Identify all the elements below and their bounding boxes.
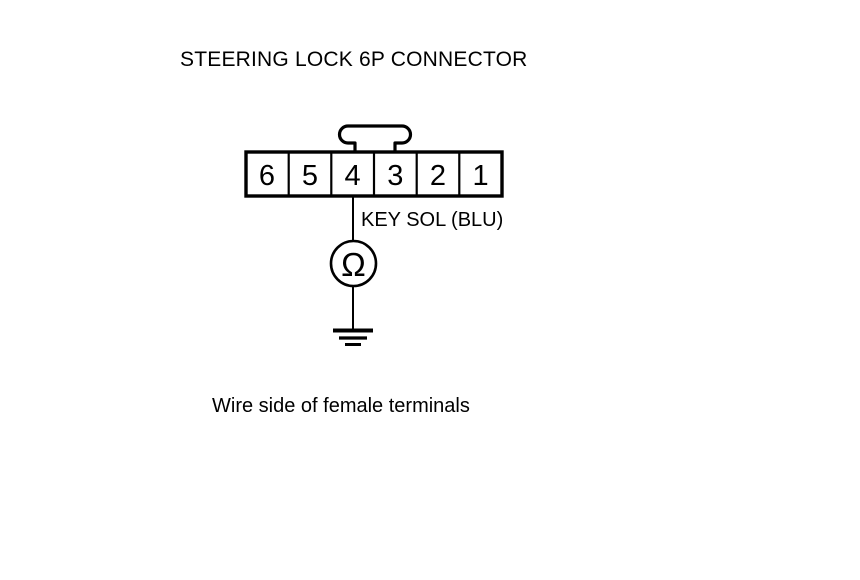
pin-labels: 6 5 4 3 2 1 <box>259 160 489 192</box>
latch-outline <box>337 124 413 156</box>
pin-label-3: 3 <box>387 160 403 192</box>
ground-icon <box>333 328 373 346</box>
omega-icon: Ω <box>341 246 366 283</box>
ohmmeter-symbol: Ω <box>329 239 378 288</box>
pin-label-4: 4 <box>345 160 361 192</box>
connector-latch-tab <box>337 124 413 156</box>
pin-label-6: 6 <box>259 160 275 192</box>
pin-label-5: 5 <box>302 160 318 192</box>
pin-dividers <box>287 152 461 196</box>
pin-label-2: 2 <box>430 160 446 192</box>
pin-label-1: 1 <box>473 160 489 192</box>
diagram-caption: Wire side of female terminals <box>212 395 470 417</box>
wire-label-key-sol: KEY SOL (BLU) <box>361 209 503 231</box>
page-title: STEERING LOCK 6P CONNECTOR <box>180 48 528 71</box>
